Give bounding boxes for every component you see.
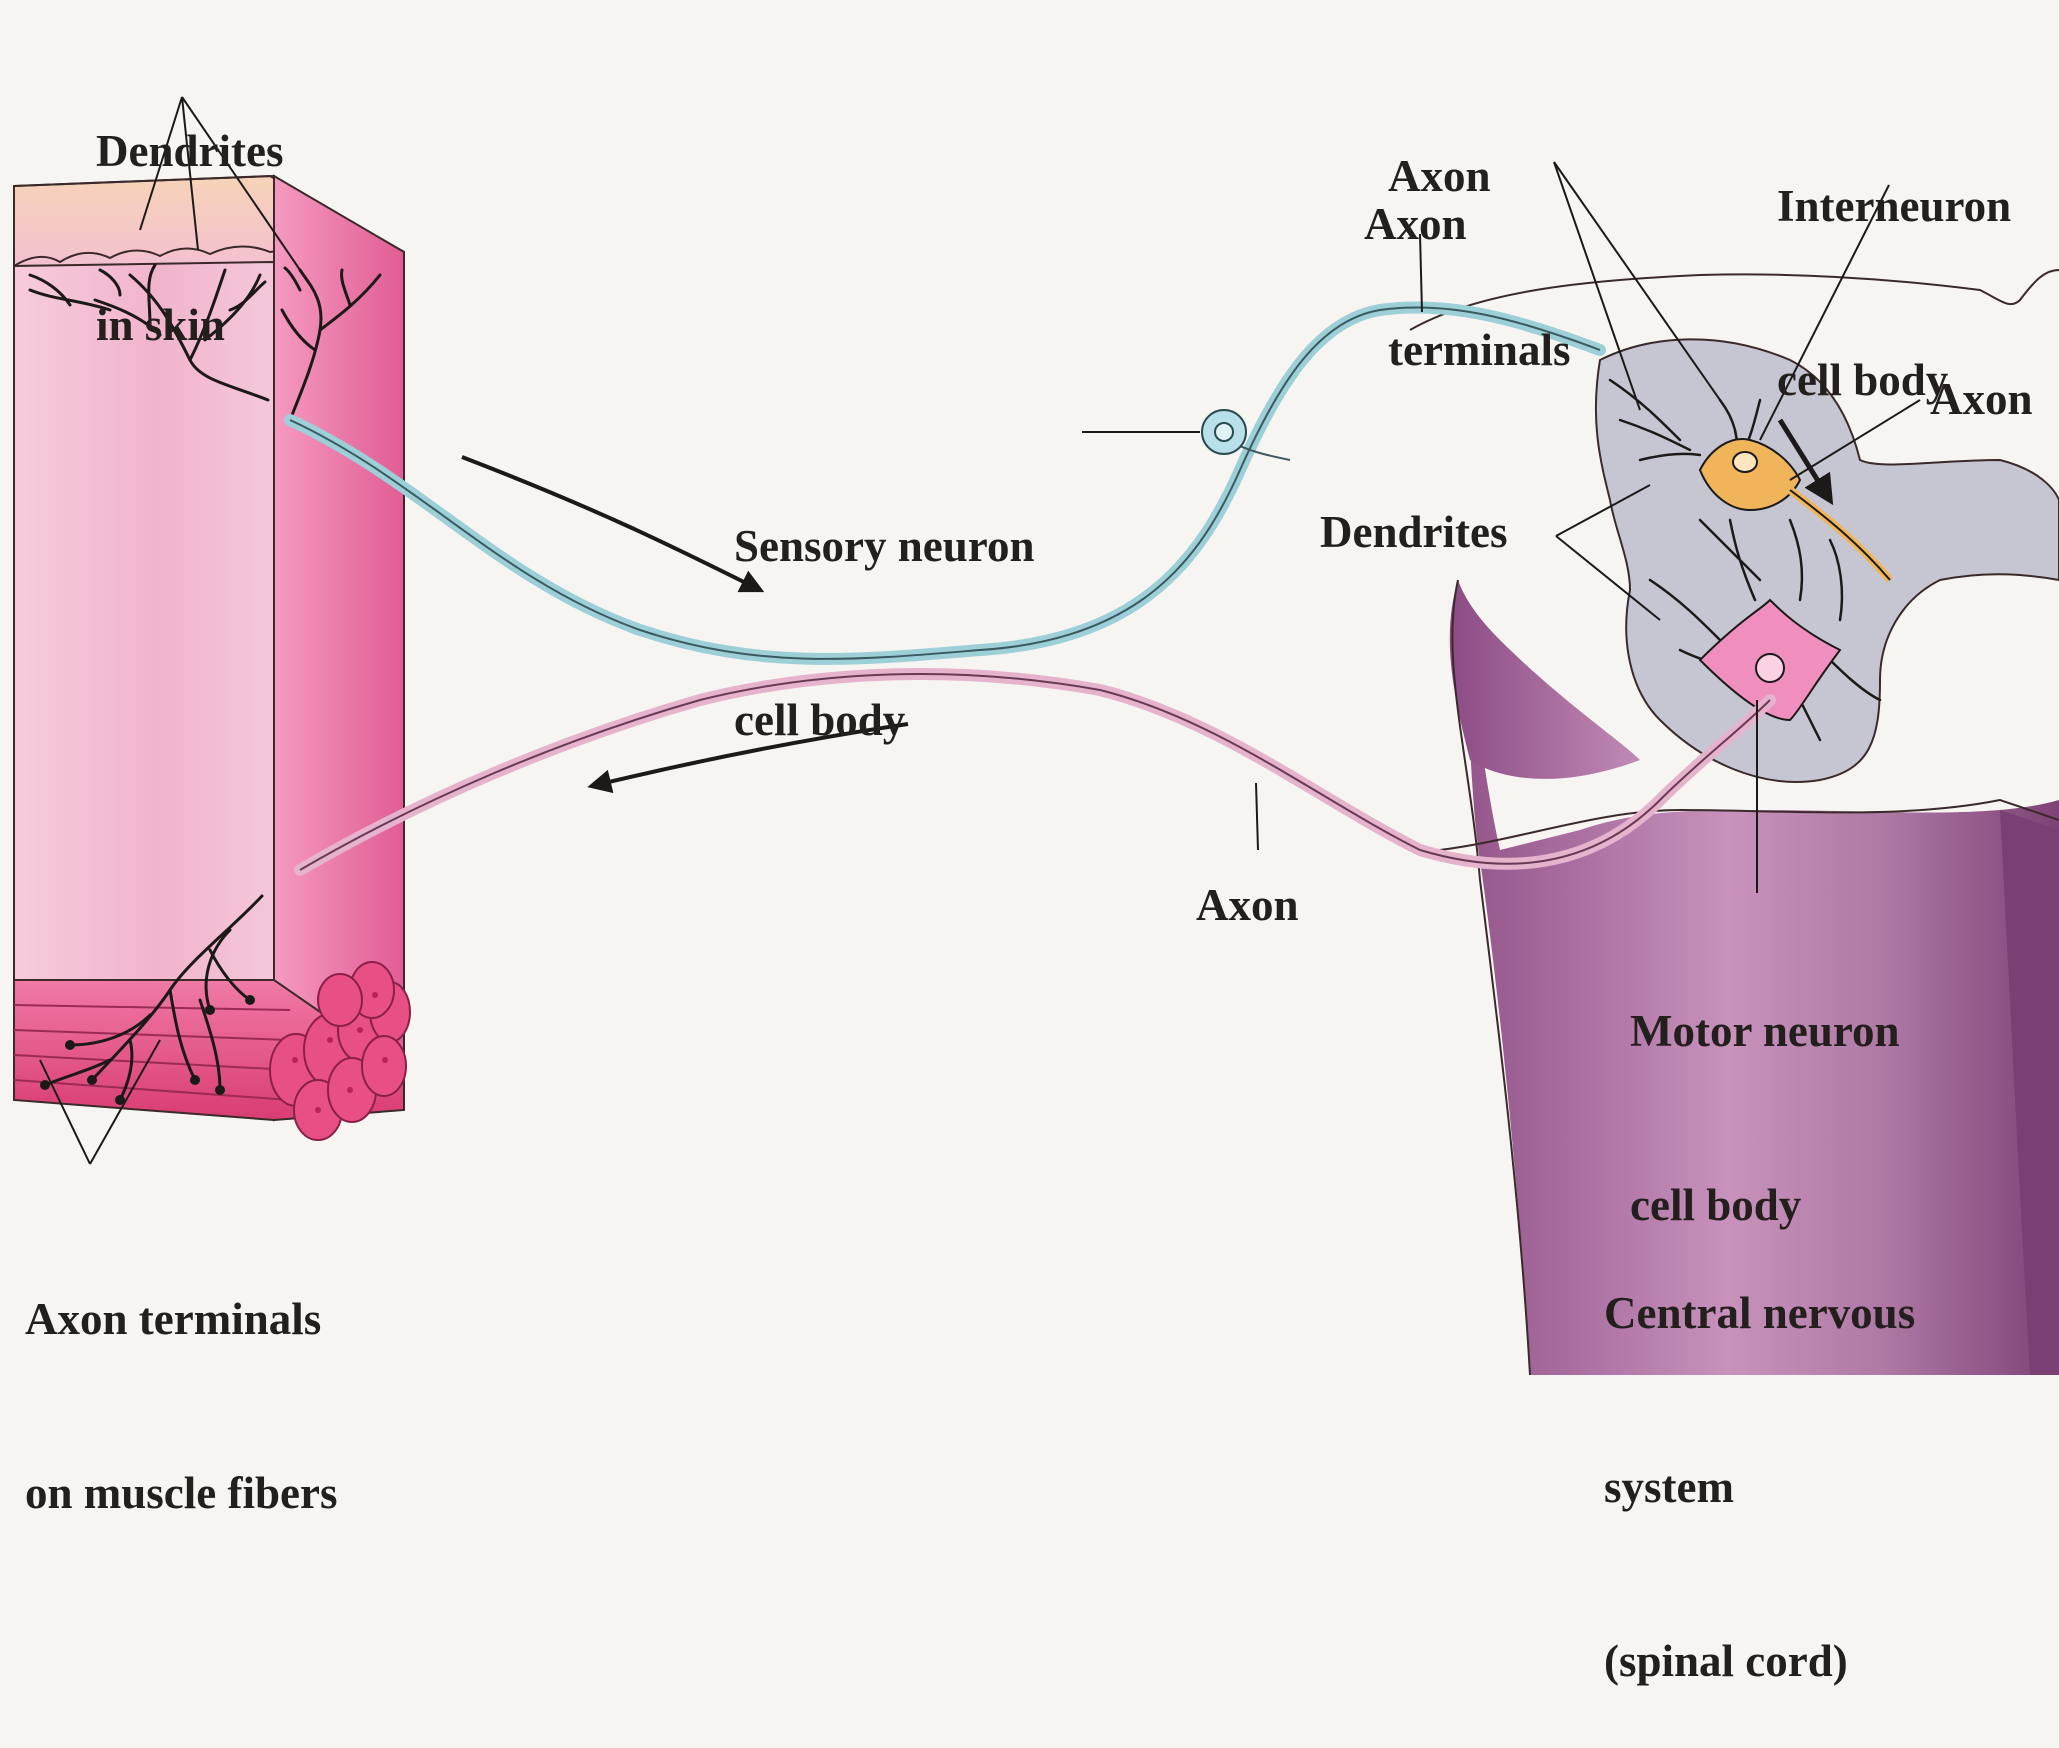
label-cns-line1: Central nervous [1604,1284,1915,1342]
label-motor-line1: Motor neuron [1630,1002,1900,1060]
label-interneuron-line1: Interneuron [1777,177,2011,235]
label-axon-right: Axon [1930,370,2033,428]
label-axon-terminals-muscle-line2: on muscle fibers [25,1464,337,1522]
label-cns-line3: (spinal cord) [1604,1632,1915,1690]
label-sensory-line1: Sensory neuron [734,517,1034,575]
label-dendrites-in-skin: Dendrites in skin [96,6,283,412]
label-axon-terminals-top-line2: terminals [1388,321,1570,379]
label-axon-terminals-muscle-line1: Axon terminals [25,1290,337,1348]
label-sensory-neuron-cell-body: Sensory neuron cell body [734,401,1034,807]
label-axon-motor: Axon [1196,876,1299,934]
sensory-cell-nucleus [1215,423,1233,441]
label-sensory-line2: cell body [734,691,1034,749]
label-central-nervous-system: Central nervous system (spinal cord) [1604,1168,1915,1748]
label-dendrites-cns: Dendrites [1320,503,1507,561]
label-axon-top: Axon [1364,195,1467,253]
reflex-arc-diagram: Dendrites in skin Axon terminals Interne… [0,0,2059,1375]
label-cns-line2: system [1604,1458,1915,1516]
sensory-flow-arrow [462,457,760,590]
muscle-fibers [14,962,410,1140]
label-dendrites-in-skin-line1: Dendrites [96,122,283,180]
label-dendrites-in-skin-line2: in skin [96,296,283,354]
label-axon-terminals-muscle: Axon terminals on muscle fibers [25,1174,337,1580]
